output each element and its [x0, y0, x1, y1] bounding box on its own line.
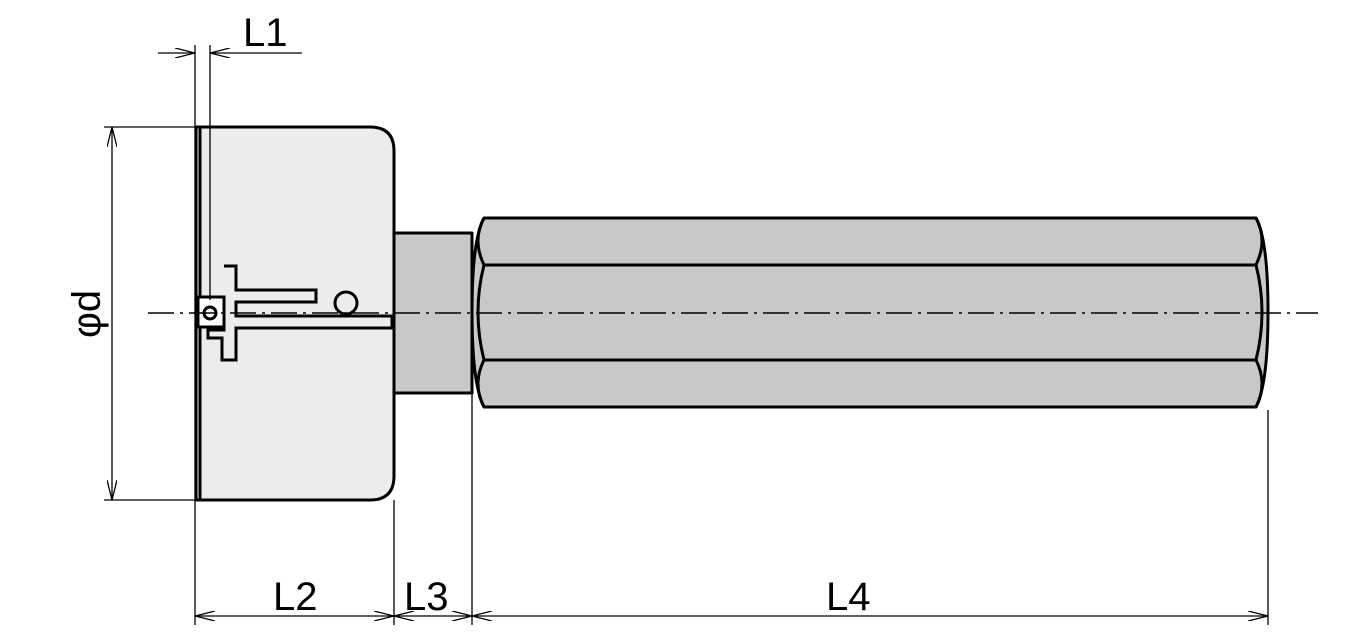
clamp-slot-detail	[196, 264, 394, 362]
label-l4: L4	[826, 575, 871, 619]
label-l3: L3	[404, 575, 449, 619]
shank-hex-corner-right	[1254, 217, 1264, 408]
label-l2: L2	[273, 575, 318, 619]
extension-lines	[104, 45, 1269, 625]
shank-hex-corner-left	[476, 217, 486, 408]
label-diameter: φd	[65, 290, 109, 338]
label-l1: L1	[243, 11, 288, 55]
